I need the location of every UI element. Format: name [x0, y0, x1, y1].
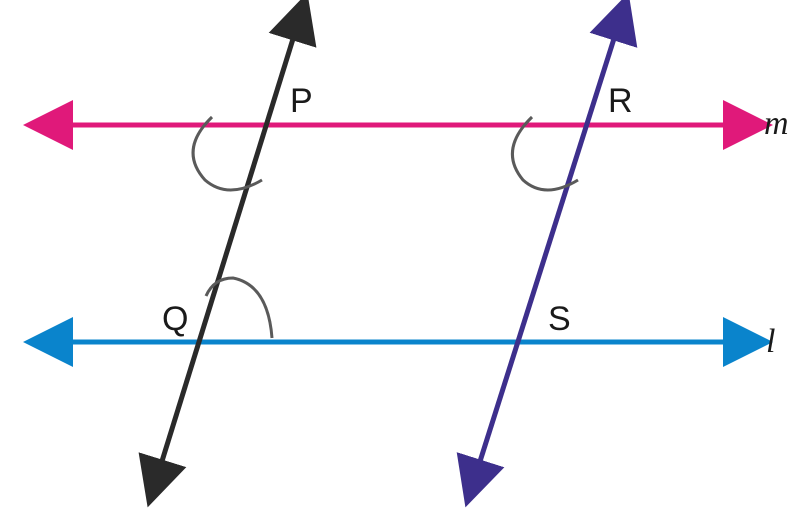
- angle-arc-at-q: [204, 276, 274, 339]
- transversal-rs: [456, 0, 638, 508]
- point-label-p: P: [290, 82, 313, 120]
- line-label-l: l: [766, 323, 775, 360]
- point-label-q: Q: [162, 300, 188, 338]
- transversal-pq: [138, 0, 317, 508]
- angle-arc-at-p: [191, 115, 263, 192]
- angle-arc-at-r: [510, 115, 579, 192]
- point-label-s: S: [548, 300, 571, 338]
- point-label-r: R: [608, 82, 633, 120]
- line-label-m: m: [764, 105, 789, 142]
